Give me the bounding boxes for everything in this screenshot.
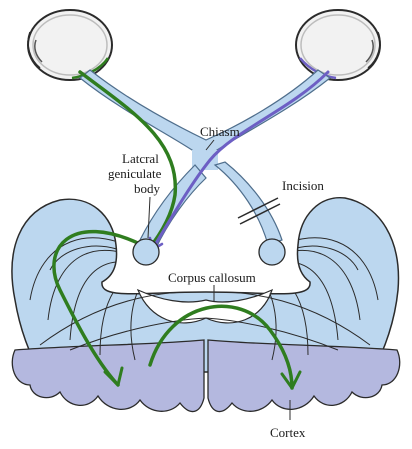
label-lateral-line2: geniculate [108, 166, 162, 181]
right-eye [296, 10, 380, 80]
left-eye [28, 10, 112, 80]
left-lateral-geniculate-body [133, 239, 159, 265]
optic-nerves-and-tracts [80, 70, 330, 250]
right-lateral-geniculate-body [259, 239, 285, 265]
label-cortex: Cortex [270, 425, 306, 440]
label-lateral-line1: Latcral [122, 151, 159, 166]
label-lateral-line3: body [134, 181, 161, 196]
label-chiasm: Chiasm [200, 124, 240, 139]
label-incision: Incision [282, 178, 324, 193]
label-corpus-callosum: Corpus callosum [168, 270, 256, 285]
